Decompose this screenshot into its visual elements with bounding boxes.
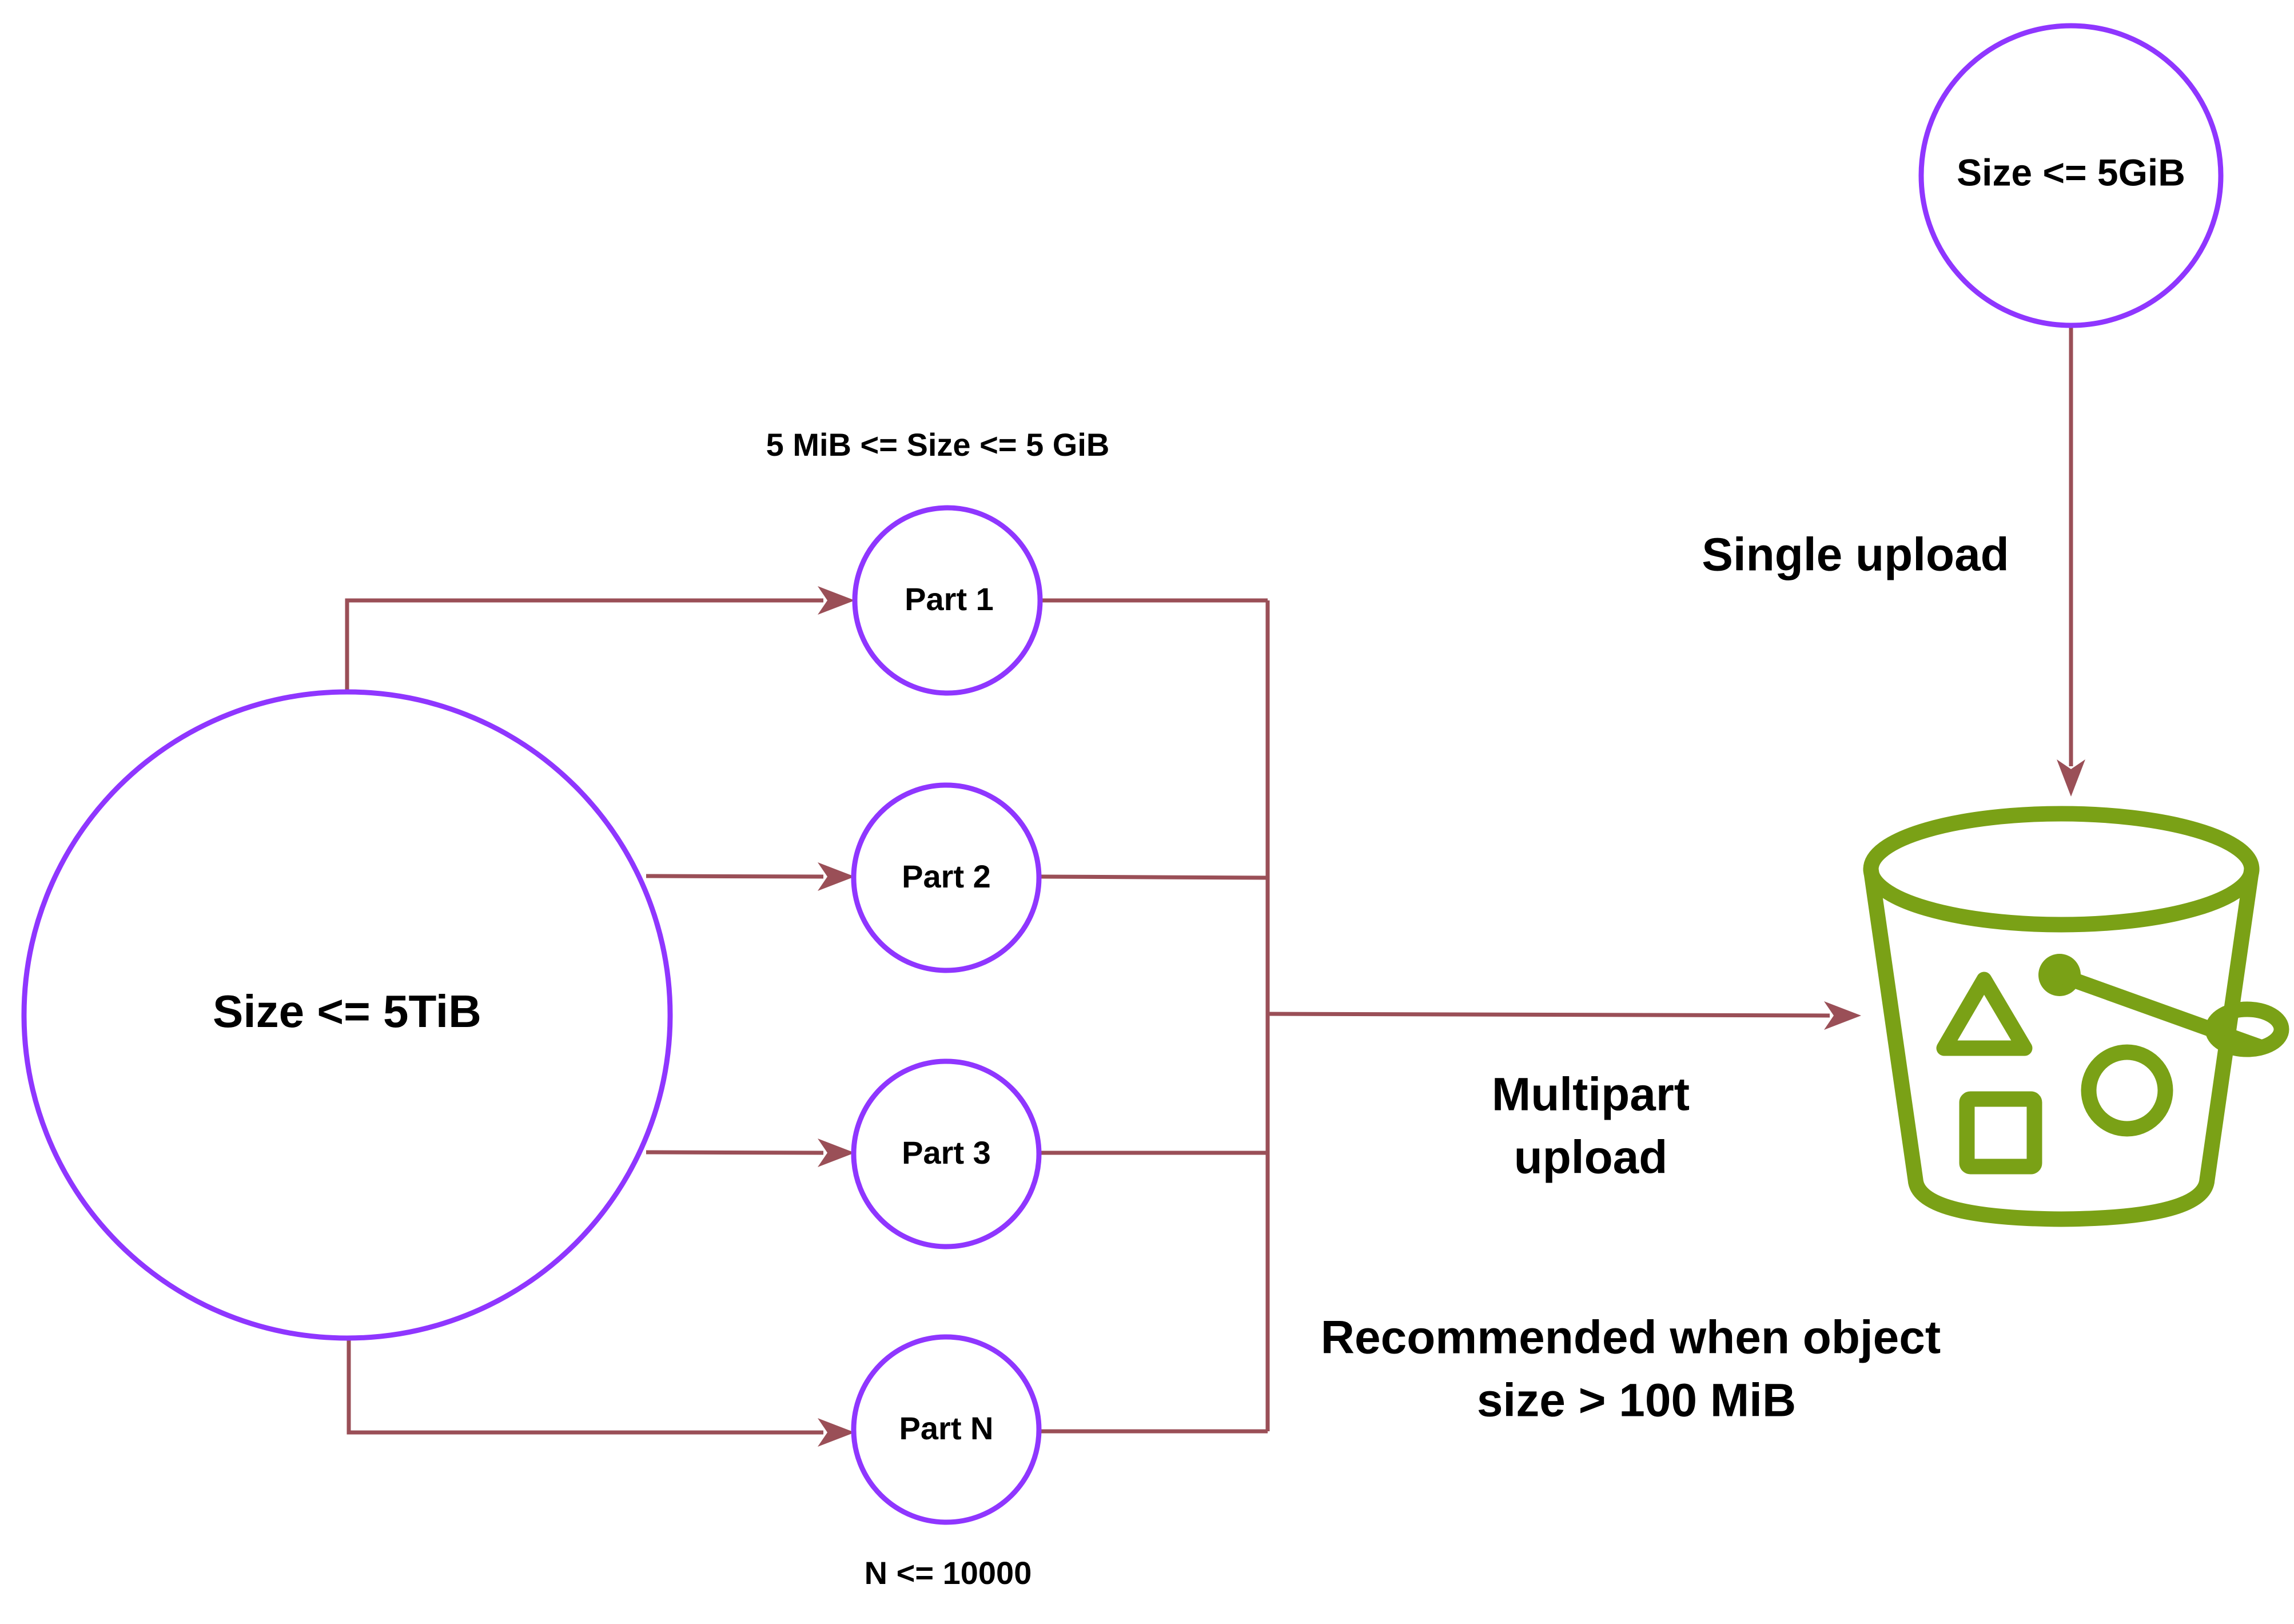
- connector-multipart-to-bucket: [1267, 1012, 1830, 1018]
- multipart-upload-label-line-2: upload: [1514, 1132, 1668, 1184]
- arrowhead-part-3: [818, 1139, 855, 1167]
- big-object-node: Size <= 5TiB: [21, 689, 673, 1341]
- part-count-limit-label: N <= 10000: [865, 1555, 1032, 1591]
- connector-to-part-1: [345, 598, 823, 692]
- merge-connectors: [1040, 598, 1861, 1434]
- merge-from-part-2: [1040, 874, 1268, 880]
- part-2-label: Part 2: [902, 858, 991, 894]
- arrowhead-bucket-multipart: [1824, 1001, 1861, 1030]
- arrowhead-part-1: [818, 586, 855, 615]
- multipart-upload-label-line-1: Multipart: [1492, 1069, 1690, 1121]
- split-connectors: [345, 586, 855, 1447]
- single-upload-label: Single upload: [1702, 529, 2009, 581]
- arrowhead-part-2: [818, 862, 855, 891]
- single-object-node: Size <= 5GiB: [1918, 23, 2224, 328]
- part-3-node: Part 3: [851, 1058, 1042, 1249]
- arrowhead-bucket-single: [2057, 759, 2085, 797]
- recommendation-label-line-2: size > 100 MiB: [1477, 1375, 1796, 1427]
- connector-to-part-3: [646, 1150, 824, 1155]
- part-n-label: Part N: [899, 1410, 994, 1446]
- recommendation-label-line-1: Recommended when object: [1321, 1312, 1941, 1364]
- connector-to-part-n: [347, 1338, 823, 1435]
- big-object-label: Size <= 5TiB: [213, 986, 481, 1037]
- part-1-node: Part 1: [852, 505, 1043, 696]
- connector-to-part-2: [646, 874, 824, 879]
- part-2-node: Part 2: [851, 782, 1042, 973]
- single-object-label: Size <= 5GiB: [1957, 151, 2185, 193]
- part-1-label: Part 1: [905, 581, 994, 617]
- storage-bucket-icon: [1863, 806, 2289, 1227]
- arrowhead-part-n: [818, 1418, 855, 1447]
- part-n-node: Part N: [851, 1334, 1042, 1525]
- part-3-label: Part 3: [902, 1135, 991, 1171]
- single-connector: [2057, 325, 2085, 797]
- part-size-range-label: 5 MiB <= Size <= 5 GiB: [766, 427, 1110, 463]
